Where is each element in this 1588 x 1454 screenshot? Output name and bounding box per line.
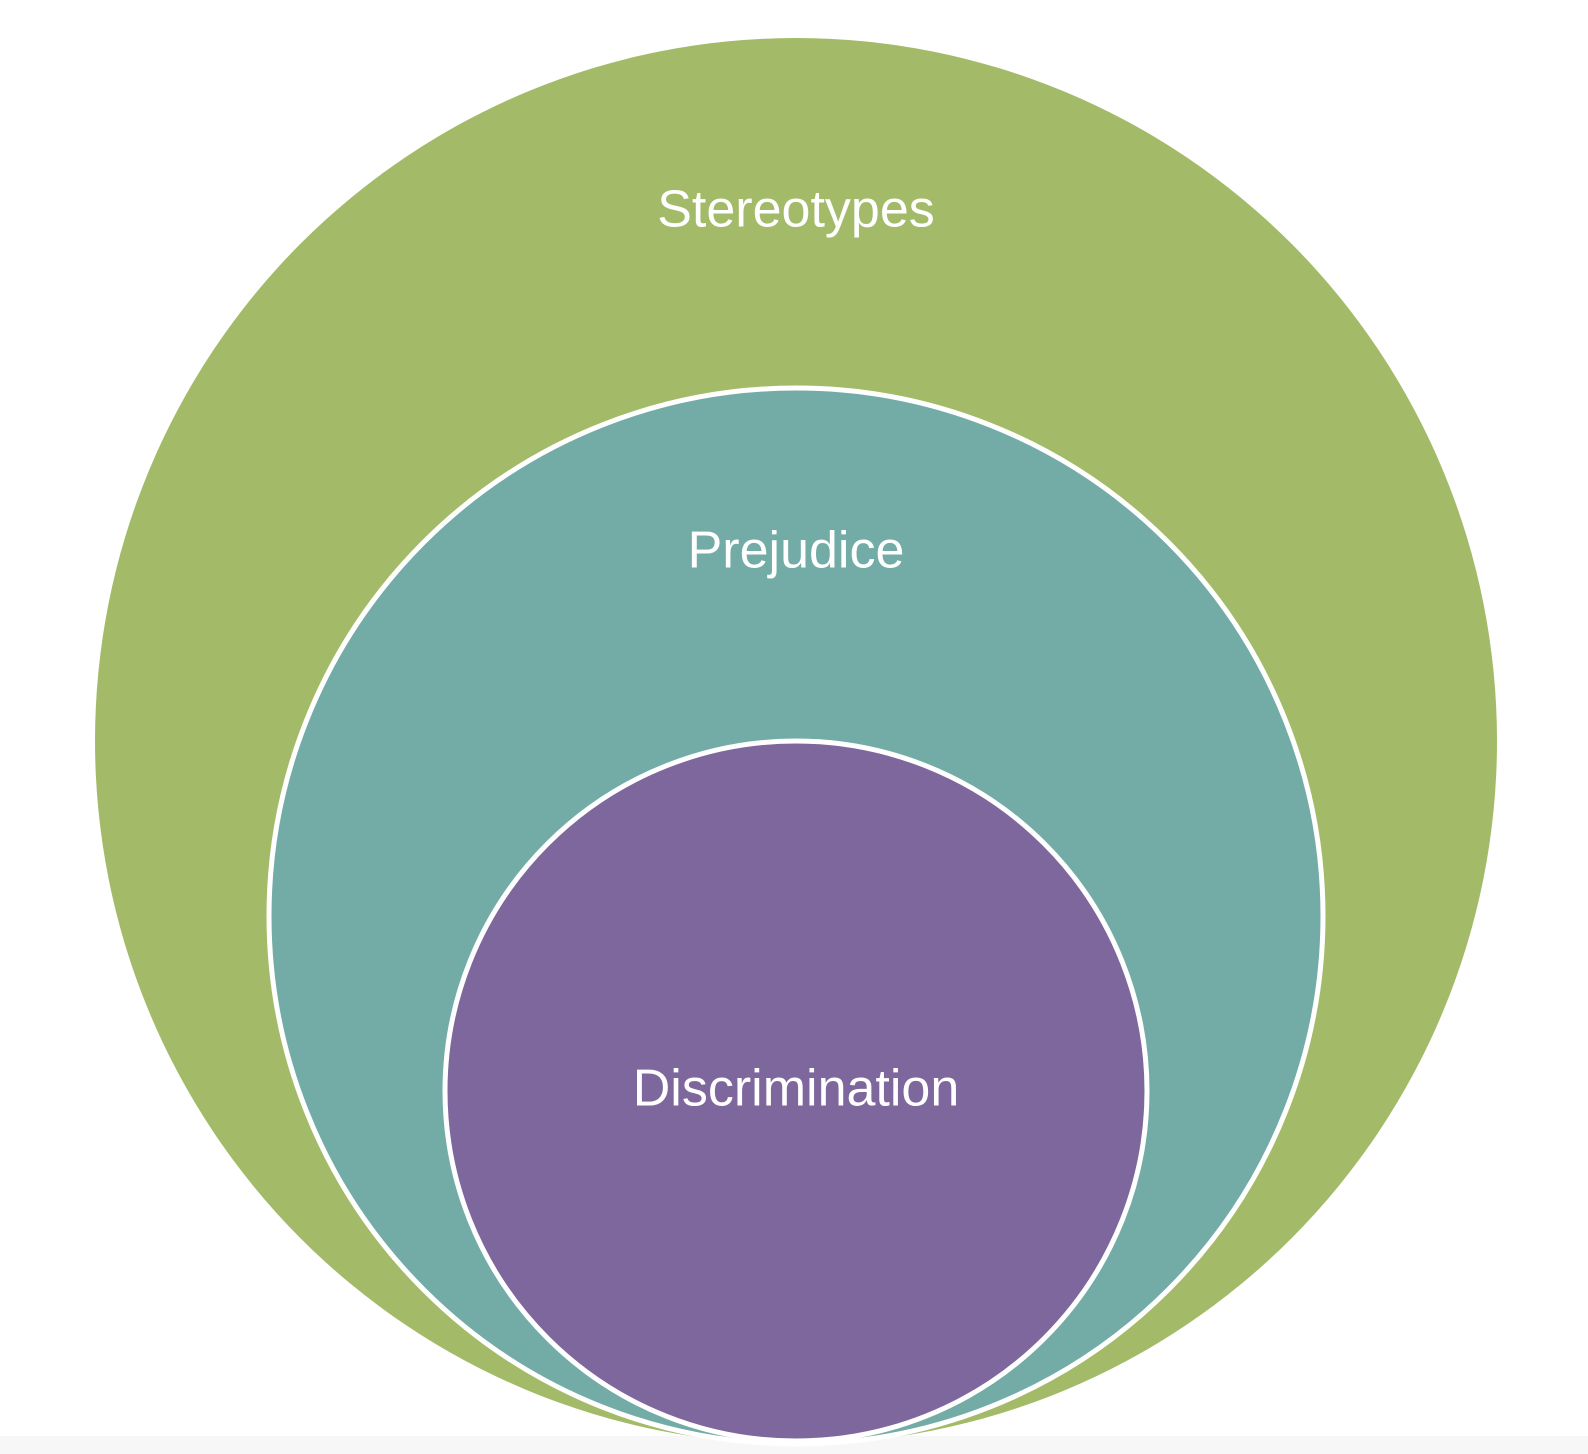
stereotypes-label: Stereotypes (657, 181, 935, 239)
discrimination-circle (442, 738, 1150, 1444)
discrimination-label: Discrimination (633, 1060, 960, 1118)
inner-circle-group: Discrimination (442, 738, 1150, 1444)
prejudice-label: Prejudice (688, 522, 905, 580)
